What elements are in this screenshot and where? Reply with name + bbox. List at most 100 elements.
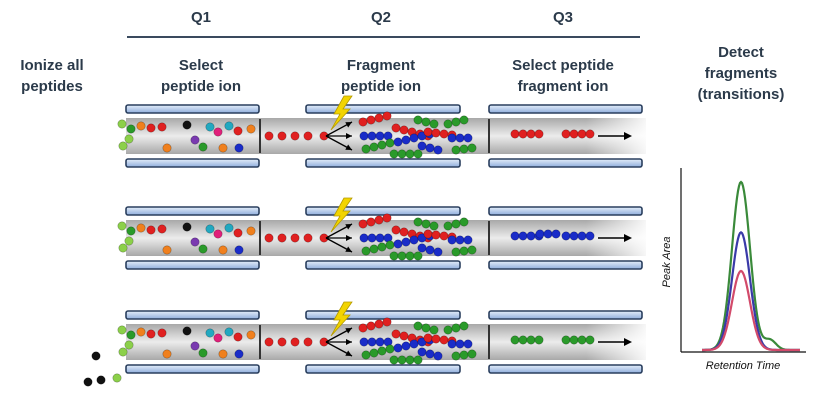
ion-green — [526, 335, 536, 345]
ion-lime — [117, 119, 127, 129]
quadrupole-rod — [125, 260, 260, 270]
ion-blue — [417, 347, 427, 357]
ion-green — [413, 217, 423, 227]
ion-teal — [205, 328, 215, 338]
ion-orange — [162, 349, 172, 359]
ion-black — [182, 120, 192, 130]
ion-magenta — [213, 229, 223, 239]
ion-red — [510, 129, 520, 139]
arrow-head-icon — [345, 224, 352, 230]
ion-blue — [367, 131, 377, 141]
ion-red — [366, 217, 376, 227]
step-select-line2: peptide ion — [161, 78, 241, 95]
ion-green — [389, 251, 399, 261]
ion-green — [451, 117, 461, 127]
ion-blue — [401, 237, 411, 247]
ion-blue — [510, 231, 520, 241]
ion-green — [510, 335, 520, 345]
ion-red — [374, 319, 384, 329]
quadrupole-rod — [488, 104, 643, 114]
ion-blue — [551, 229, 561, 239]
ion-green — [459, 246, 469, 256]
ion-blue — [409, 235, 419, 245]
ion-black — [182, 222, 192, 232]
ion-green — [413, 115, 423, 125]
ion-green — [451, 247, 461, 257]
ion-lime — [124, 134, 134, 144]
ion-green — [413, 321, 423, 331]
ion-blue — [393, 137, 403, 147]
ion-red — [391, 225, 401, 235]
step-detect-line2: fragments — [705, 65, 778, 82]
ion-blue — [455, 133, 465, 143]
ion-orange — [136, 121, 146, 131]
ion-green — [459, 321, 469, 331]
ion-purple — [190, 341, 200, 351]
ion-magenta — [213, 127, 223, 137]
ion-green — [389, 149, 399, 159]
ion-blue — [359, 337, 369, 347]
ion-red — [374, 113, 384, 123]
ion-blue — [425, 143, 435, 153]
ion-green — [389, 355, 399, 365]
step-fragment-line2: peptide ion — [341, 78, 421, 95]
ion-black — [96, 375, 106, 385]
ion-blue — [463, 133, 473, 143]
lightning-bolt-icon — [330, 197, 353, 233]
step-detect-line3: (transitions) — [698, 86, 785, 103]
ion-teal — [224, 121, 234, 131]
step-ionize-line2: peptides — [21, 78, 83, 95]
ion-red — [290, 337, 300, 347]
ion-blue — [447, 339, 457, 349]
ion-green — [459, 115, 469, 125]
ion-teal — [224, 327, 234, 337]
ion-blue — [417, 141, 427, 151]
arrow-head-icon — [345, 122, 352, 128]
ion-red — [391, 123, 401, 133]
ion-green — [361, 144, 371, 154]
ion-red — [423, 229, 433, 239]
ion-green — [577, 335, 587, 345]
ion-teal — [224, 223, 234, 233]
quadrupole-rod — [305, 158, 461, 168]
ion-blue — [417, 233, 427, 243]
ion-red — [358, 323, 368, 333]
ion-red — [264, 233, 274, 243]
arrow-head-icon — [346, 339, 352, 345]
ion-red — [577, 129, 587, 139]
arrow-head-icon — [345, 246, 352, 252]
chromatogram-peak-3 — [702, 269, 800, 352]
ion-orange — [246, 330, 256, 340]
ion-green — [369, 244, 379, 254]
ion-red — [382, 111, 392, 121]
ion-green — [369, 142, 379, 152]
step-ionize-line1: Ionize all — [20, 57, 83, 74]
right-arrow-icon — [624, 234, 632, 242]
ion-red — [423, 333, 433, 343]
ion-lime — [124, 340, 134, 350]
ion-blue — [367, 233, 377, 243]
ion-blue — [463, 339, 473, 349]
ion-green — [377, 346, 387, 356]
ion-lime — [117, 325, 127, 335]
ion-blue — [535, 229, 545, 239]
ion-green — [385, 344, 395, 354]
ion-green — [451, 219, 461, 229]
quadrupole-tubes — [83, 95, 646, 387]
ion-red — [277, 131, 287, 141]
ion-red — [277, 337, 287, 347]
ion-black — [91, 351, 101, 361]
ion-red — [399, 331, 409, 341]
ion-purple — [190, 237, 200, 247]
ion-green — [467, 349, 477, 359]
arrow-head-icon — [345, 144, 352, 150]
ion-red — [366, 321, 376, 331]
ion-red — [366, 115, 376, 125]
step-select-frag-line2: fragment ion — [518, 78, 609, 95]
ion-lime — [118, 347, 128, 357]
ion-red — [431, 128, 441, 138]
ion-green — [443, 119, 453, 129]
ion-green — [443, 325, 453, 335]
step-select-frag-line1: Select peptide — [512, 57, 614, 74]
ion-orange — [136, 327, 146, 337]
